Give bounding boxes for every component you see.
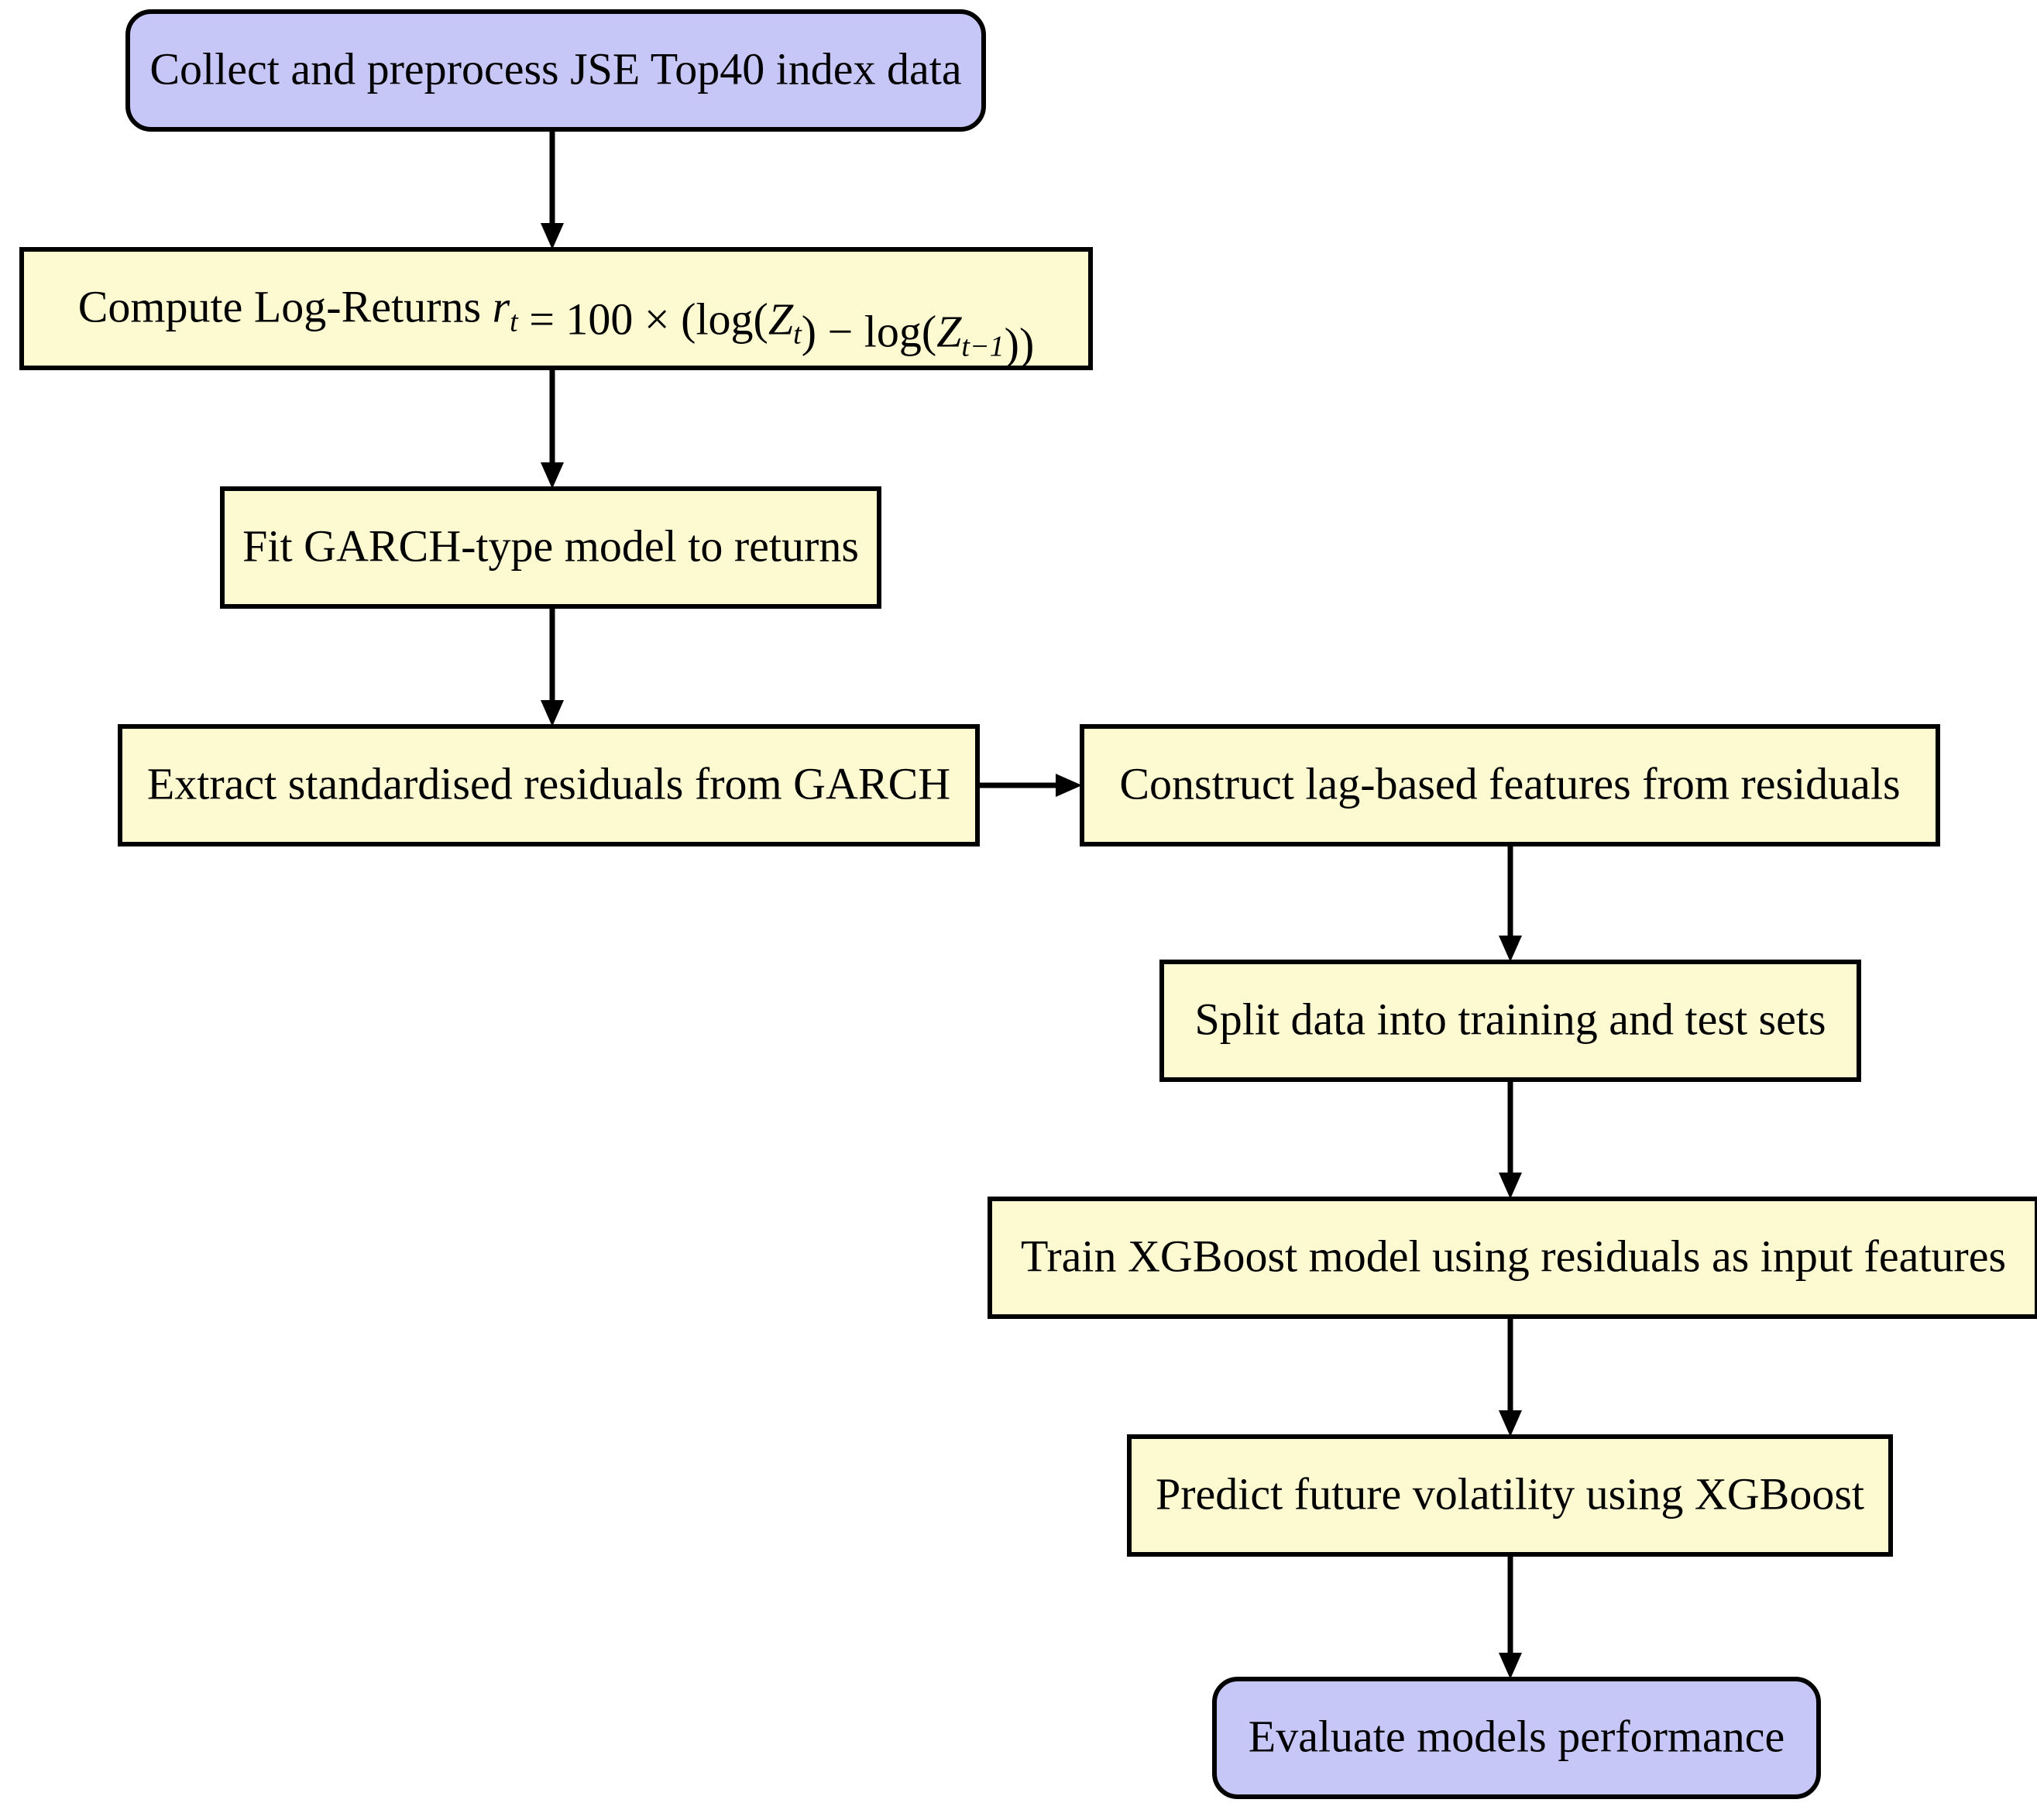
node-train[interactable]: Train XGBoost model using residuals as i… bbox=[988, 1197, 2037, 1319]
node-evaluate[interactable]: Evaluate models performance bbox=[1212, 1677, 1821, 1799]
edges-layer bbox=[541, 129, 1522, 1679]
node-label-train: Train XGBoost model using residuals as i… bbox=[1021, 1231, 2006, 1281]
arrowhead-icon bbox=[541, 223, 564, 249]
arrowhead-icon bbox=[541, 700, 564, 726]
edge-logreturns-to-fitgarch bbox=[541, 368, 564, 489]
arrowhead-icon bbox=[1499, 936, 1522, 962]
edge-train-to-predict bbox=[1499, 1317, 1522, 1437]
edge-collect-to-logreturns bbox=[541, 129, 564, 249]
node-split[interactable]: Split data into training and test sets bbox=[1159, 960, 1861, 1082]
edge-split-to-train bbox=[1499, 1080, 1522, 1199]
node-label-evaluate: Evaluate models performance bbox=[1249, 1711, 1785, 1761]
node-label-predict: Predict future volatility using XGBoost bbox=[1156, 1468, 1864, 1519]
arrowhead-icon bbox=[1499, 1410, 1522, 1437]
node-label-split: Split data into training and test sets bbox=[1194, 994, 1826, 1044]
node-box-split[interactable] bbox=[1159, 960, 1861, 1082]
node-collect[interactable]: Collect and preprocess JSE Top40 index d… bbox=[125, 9, 986, 132]
node-box-evaluate[interactable] bbox=[1212, 1677, 1821, 1799]
node-box-residuals[interactable] bbox=[118, 724, 980, 846]
node-box-collect[interactable] bbox=[125, 9, 986, 132]
node-lagfeatures[interactable]: Construct lag-based features from residu… bbox=[1080, 724, 1940, 846]
nodes-layer: Collect and preprocess JSE Top40 index d… bbox=[19, 9, 2037, 1799]
node-label-fitgarch: Fit GARCH-type model to returns bbox=[242, 520, 859, 571]
edge-residuals-to-lagfeatures bbox=[977, 774, 1082, 797]
node-box-logreturns[interactable] bbox=[19, 247, 1093, 370]
node-residuals[interactable]: Extract standardised residuals from GARC… bbox=[118, 724, 980, 846]
node-box-train[interactable] bbox=[988, 1197, 2037, 1319]
node-box-predict[interactable] bbox=[1127, 1434, 1893, 1557]
arrowhead-icon bbox=[541, 462, 564, 489]
arrowhead-icon bbox=[1499, 1173, 1522, 1199]
arrowhead-icon bbox=[1499, 1653, 1522, 1679]
node-label-lagfeatures: Construct lag-based features from residu… bbox=[1119, 758, 1900, 809]
node-box-fitgarch[interactable] bbox=[220, 486, 881, 609]
node-label-collect: Collect and preprocess JSE Top40 index d… bbox=[149, 43, 961, 94]
edge-predict-to-evaluate bbox=[1499, 1554, 1522, 1679]
node-label-residuals: Extract standardised residuals from GARC… bbox=[147, 758, 950, 809]
node-predict[interactable]: Predict future volatility using XGBoost bbox=[1127, 1434, 1893, 1557]
node-box-lagfeatures[interactable] bbox=[1080, 724, 1940, 846]
edge-fitgarch-to-residuals bbox=[541, 606, 564, 726]
arrowhead-icon bbox=[1056, 774, 1082, 797]
node-logreturns[interactable]: Compute Log-Returns rt = 100 × (log(Zt) … bbox=[19, 247, 1093, 370]
node-fitgarch[interactable]: Fit GARCH-type model to returns bbox=[220, 486, 881, 609]
node-label-logreturns: Compute Log-Returns rt = 100 × (log(Zt) … bbox=[78, 282, 1035, 369]
edge-lagfeatures-to-split bbox=[1499, 844, 1522, 962]
